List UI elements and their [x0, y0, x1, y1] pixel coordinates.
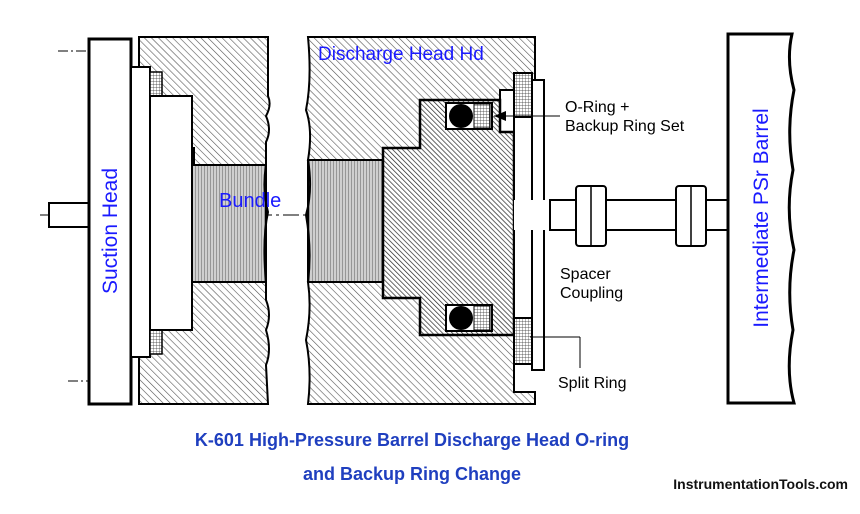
suction-head-plate — [48, 37, 133, 406]
discharge-head-body — [304, 36, 536, 405]
spacer-label-line2: Coupling — [560, 285, 623, 302]
split-ring — [513, 72, 550, 371]
o-ring-label-line1: O-Ring + — [565, 99, 629, 116]
intermediate-barrel-label: Intermediate PSr Barrel — [750, 108, 773, 327]
intermediate-barrel — [726, 32, 796, 405]
o-ring-top — [445, 102, 493, 130]
suction-head-label: Suction Head — [99, 168, 122, 294]
credit-text: InstrumentationTools.com — [673, 476, 848, 492]
o-ring-bottom — [445, 304, 493, 332]
o-ring-label-line2: Backup Ring Set — [565, 118, 685, 135]
suction-side-body — [130, 36, 271, 405]
spacer-label-line1: Spacer — [560, 266, 611, 283]
caption-line2: and Backup Ring Change — [303, 464, 521, 484]
split-ring-label: Split Ring — [558, 375, 626, 392]
spacer-coupling — [549, 185, 729, 247]
discharge-head-label: Discharge Head Hd — [318, 44, 484, 65]
caption-line1: K-601 High-Pressure Barrel Discharge Hea… — [195, 430, 629, 450]
bundle — [191, 159, 384, 283]
bundle-label: Bundle — [219, 190, 281, 212]
leader-lines — [494, 111, 581, 368]
